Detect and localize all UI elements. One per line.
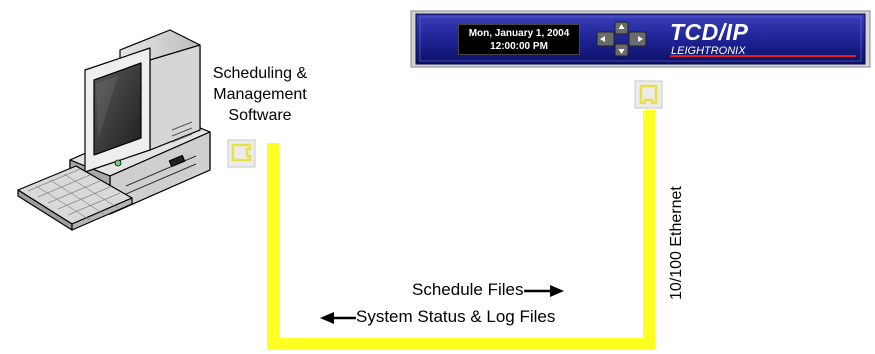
tcd-ip-device xyxy=(410,10,871,68)
arrow-left-icon xyxy=(320,311,356,324)
ethernet-label: 10/100 Ethernet xyxy=(668,186,685,300)
lcd-time: 12:00:00 PM xyxy=(490,41,548,52)
device-lcd-display: Mon, January 1, 2004 12:00:00 PM xyxy=(458,24,580,55)
lcd-date: Mon, January 1, 2004 xyxy=(468,28,570,39)
computer-icon xyxy=(17,29,211,231)
status-files-label: System Status & Log Files xyxy=(320,307,555,327)
schedule-files-label: Schedule Files xyxy=(412,280,564,300)
device-keypad xyxy=(596,21,647,57)
arrow-right-icon xyxy=(523,284,564,297)
device-brand-sub: LEIGHTRONIX xyxy=(671,45,746,57)
computer-ethernet-port-icon xyxy=(227,139,256,168)
device-brand: TCD/IP xyxy=(670,19,749,45)
device-ethernet-port-icon xyxy=(634,80,663,109)
ethernet-cable xyxy=(267,110,655,350)
software-label: Scheduling & Management Software xyxy=(212,65,308,124)
